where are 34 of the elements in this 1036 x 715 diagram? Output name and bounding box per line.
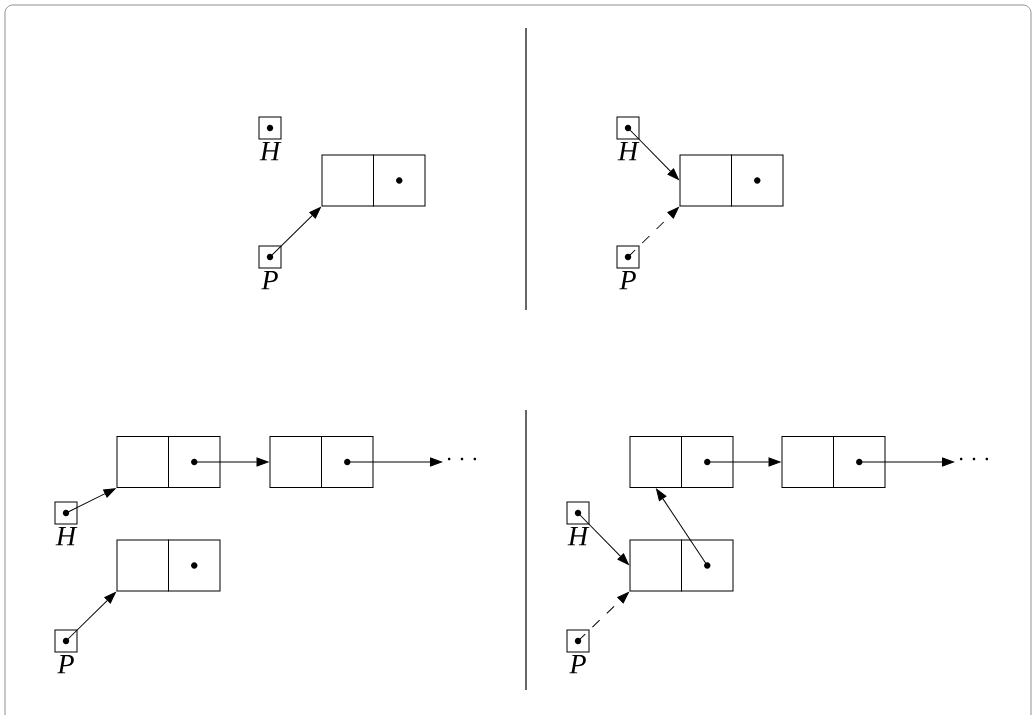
arrow	[65, 592, 116, 642]
pointer-label: H	[55, 527, 78, 546]
arrow	[656, 488, 708, 566]
record-box	[269, 435, 374, 489]
pointer-box	[54, 501, 78, 525]
pointer-box	[616, 245, 640, 269]
record-box	[116, 435, 221, 489]
pointer-label: P	[619, 271, 636, 290]
record-box	[629, 539, 734, 592]
arrow	[577, 512, 629, 565]
arrow	[269, 207, 321, 258]
pointer-label: H	[259, 142, 282, 161]
pointer-box	[258, 116, 282, 140]
pointer-box	[566, 629, 590, 653]
pointer-box	[258, 245, 282, 269]
arrow	[577, 592, 629, 642]
pointer-label: P	[261, 271, 278, 290]
pointer-box	[616, 116, 640, 140]
arrow	[627, 207, 679, 258]
record-box	[116, 539, 221, 592]
pointer-box	[566, 501, 590, 525]
arrow	[65, 488, 116, 514]
record-box	[629, 435, 734, 489]
pointer-label: H	[567, 527, 590, 546]
record-box	[781, 435, 886, 489]
ellipsis: · · ·	[447, 457, 477, 461]
arrow	[627, 127, 679, 180]
pointer-label: P	[57, 655, 74, 674]
pointer-label: P	[569, 655, 586, 674]
record-box	[321, 154, 426, 207]
pointer-label: H	[617, 142, 640, 161]
ellipsis: · · ·	[959, 457, 989, 461]
record-box	[679, 154, 784, 207]
pointer-box	[54, 629, 78, 653]
